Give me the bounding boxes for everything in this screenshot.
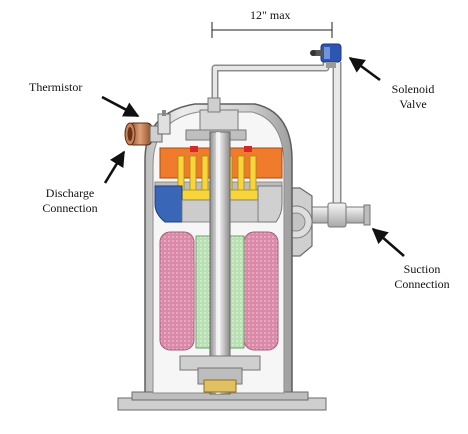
thermistor-arrow	[101, 95, 140, 118]
suction-label-line1: Suction	[403, 262, 441, 276]
dimension-line	[211, 22, 333, 38]
suction-connection-label: Suction Connection	[382, 262, 462, 292]
discharge-arrow	[103, 150, 126, 184]
suction-tube	[299, 202, 371, 228]
solenoid-valve-label: Solenoid Valve	[385, 82, 441, 112]
suction-arrow	[371, 227, 405, 257]
crankshaft	[179, 131, 261, 395]
solenoid-label-line1: Solenoid	[391, 82, 435, 96]
dimension-label: 12" max	[250, 8, 291, 22]
thermistor	[157, 110, 171, 135]
discharge-connection	[124, 122, 163, 146]
suction-label-line2: Connection	[394, 277, 450, 291]
leader-arrows	[101, 56, 405, 257]
thermistor-label: Thermistor	[29, 80, 83, 94]
discharge-label-line2: Connection	[42, 201, 98, 215]
discharge-connection-label: Discharge Connection	[30, 186, 110, 216]
solenoid-label-line2: Valve	[399, 97, 427, 111]
solenoid-arrow	[348, 56, 381, 82]
discharge-label-line1: Discharge	[45, 186, 95, 200]
solenoid-valve	[310, 43, 342, 68]
